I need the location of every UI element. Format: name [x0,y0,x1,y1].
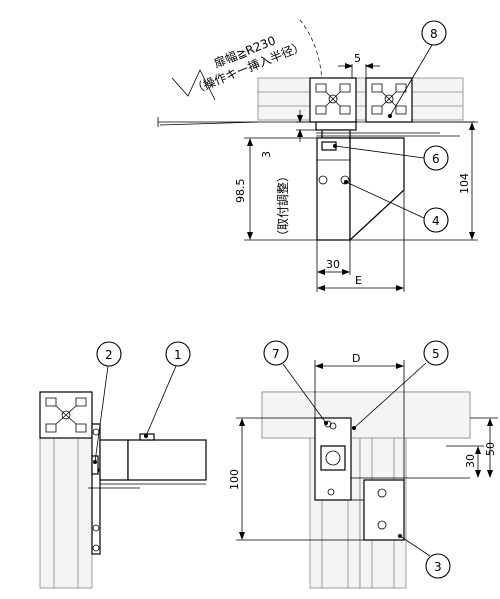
bracket-plate [315,121,357,131]
callout-3 [425,553,451,579]
key-hole-icon [325,450,341,466]
extrusion-profile-left [309,77,357,123]
door-swing-line [159,69,259,126]
mounting-plate [91,423,101,555]
callout-4 [423,207,449,233]
extrusion-profile-right [365,77,413,123]
svg-text:5: 5 [432,347,440,361]
side-view: 2 1 [39,341,207,589]
front-view: D 100 30 50 7 5 3 [228,340,498,589]
dim-100: 100 [228,469,241,490]
switch-body [316,137,351,241]
dim-E: E [355,274,362,287]
bracket-plate-inner [321,129,351,139]
screw-icon [377,520,387,530]
dim-D: D [352,352,360,365]
key-guide-plate [363,479,405,541]
screw-icon [327,488,335,496]
svg-text:7: 7 [272,347,280,361]
callout-7 [263,340,289,366]
dim-30-front: 30 [464,454,477,468]
adjust-note: （取付調整） [275,170,290,242]
callout-8 [421,20,447,46]
screw-icon [318,175,328,185]
callout-6 [423,145,449,171]
dim-5: 5 [354,52,361,65]
switch-head-side [127,439,207,481]
svg-text:3: 3 [434,560,442,574]
screw-icon [377,488,387,498]
dim-104: 104 [458,173,471,194]
callout-2 [96,341,122,367]
key-guide [349,137,405,242]
svg-text:8: 8 [430,27,438,41]
key-slot [320,445,346,471]
dim-98-5: 98.5 [234,179,247,204]
extrusion-profile-side [39,391,93,439]
dim-50: 50 [484,442,497,456]
switch-head [321,141,337,151]
svg-text:2: 2 [105,348,113,362]
dim-3: 3 [260,151,273,158]
ghost-frame-top [257,77,464,121]
svg-text:1: 1 [174,348,182,362]
callout-1 [165,341,191,367]
svg-text:6: 6 [432,152,440,166]
dim-30-top: 30 [326,258,340,271]
switch-body-side [99,439,129,481]
callout-5 [423,340,449,366]
top-view: 扉幅≧R230 （操作キー挿入半径） [157,19,478,292]
screw-icon [340,175,350,185]
svg-text:4: 4 [432,214,440,228]
